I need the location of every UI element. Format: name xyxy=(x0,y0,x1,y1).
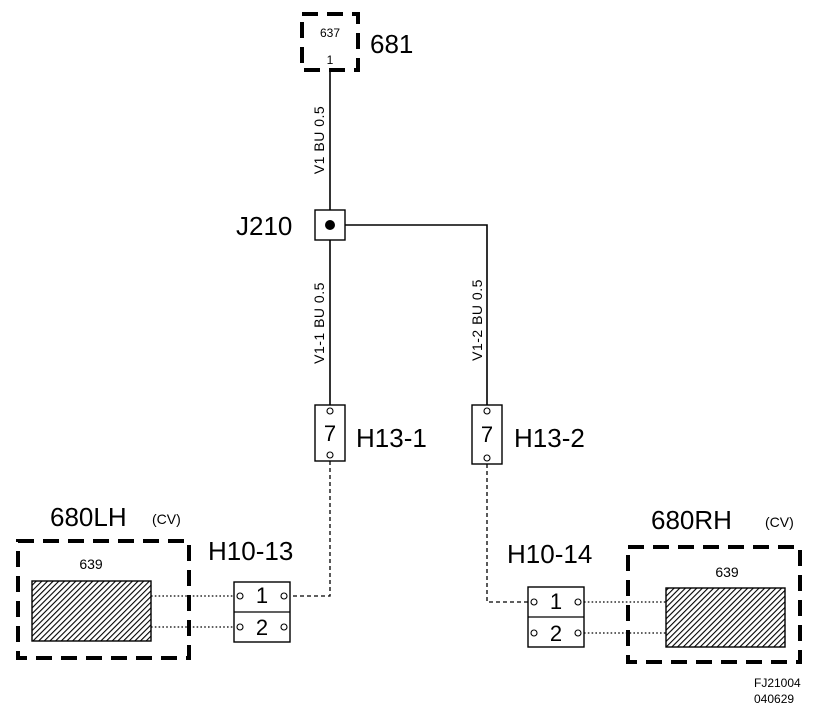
connector-639-right-block xyxy=(665,587,786,648)
pin-socket xyxy=(236,592,244,600)
pin-socket xyxy=(530,598,538,606)
junction-j210-label: J210 xyxy=(236,211,292,241)
wire-v1-2-label: V1-2 BU 0.5 xyxy=(469,279,485,361)
connector-h13-2-box xyxy=(471,404,503,465)
connector-h13-2: 7 H13-2 xyxy=(471,404,585,465)
pin-socket xyxy=(280,592,288,600)
connector-h10-14-pin2: 2 xyxy=(550,621,562,646)
pin-socket xyxy=(326,407,334,415)
drawing-code: FJ21004 xyxy=(754,676,801,690)
pin-socket xyxy=(280,623,288,631)
pin-socket xyxy=(574,598,582,606)
wire-h13-1-to-h10-13 xyxy=(286,461,331,597)
component-680lh-suffix: (CV) xyxy=(152,511,181,527)
connector-h10-13-label: H10-13 xyxy=(208,536,293,566)
connector-h13-1-pin: 7 xyxy=(324,421,336,446)
connector-h10-13-pin1: 1 xyxy=(256,583,268,608)
connector-h13-1: 7 H13-1 xyxy=(314,404,427,462)
connector-637-label: 637 xyxy=(320,26,340,40)
connector-h13-2-label: H13-2 xyxy=(514,423,585,453)
connector-h13-2-pin: 7 xyxy=(481,422,493,447)
connector-h10-14-label: H10-14 xyxy=(507,539,592,569)
wire-h13-2-to-h10-14 xyxy=(486,464,532,603)
component-681: 637 1 681 xyxy=(300,12,413,72)
connector-h10-13: H10-13 1 2 xyxy=(208,536,293,643)
component-680rh: 680RH (CV) 639 xyxy=(626,505,802,664)
component-680lh-label: 680LH xyxy=(50,502,127,532)
component-680lh-outline xyxy=(16,539,191,660)
connector-639-left-block xyxy=(31,580,152,642)
wire-v1-2 xyxy=(345,224,488,405)
connector-h10-14-pin1: 1 xyxy=(550,589,562,614)
pin-socket xyxy=(574,629,582,637)
connector-h10-13-pin2: 2 xyxy=(256,615,268,640)
pin-socket xyxy=(236,623,244,631)
pin-socket xyxy=(483,407,491,415)
junction-dot xyxy=(325,220,335,230)
drawing-date: 040629 xyxy=(754,692,794,706)
connector-639-left-label: 639 xyxy=(79,556,103,572)
connector-639-right-label: 639 xyxy=(715,564,739,580)
component-680rh-label: 680RH xyxy=(651,505,732,535)
component-681-label: 681 xyxy=(370,29,413,59)
pin-socket xyxy=(326,451,334,459)
component-680rh-outline xyxy=(626,545,802,664)
component-680rh-suffix: (CV) xyxy=(765,514,794,530)
connector-h13-1-label: H13-1 xyxy=(356,423,427,453)
wire-v1-label: V1 BU 0.5 xyxy=(311,106,327,174)
junction-j210: J210 xyxy=(236,209,346,241)
pin-socket xyxy=(530,629,538,637)
component-680lh: 680LH (CV) 639 xyxy=(16,502,191,660)
connector-h10-14: H10-14 1 2 xyxy=(507,539,592,648)
wire-v1-1-label: V1-1 BU 0.5 xyxy=(311,282,327,364)
connector-637-pin: 1 xyxy=(327,53,334,67)
pin-socket xyxy=(483,454,491,462)
